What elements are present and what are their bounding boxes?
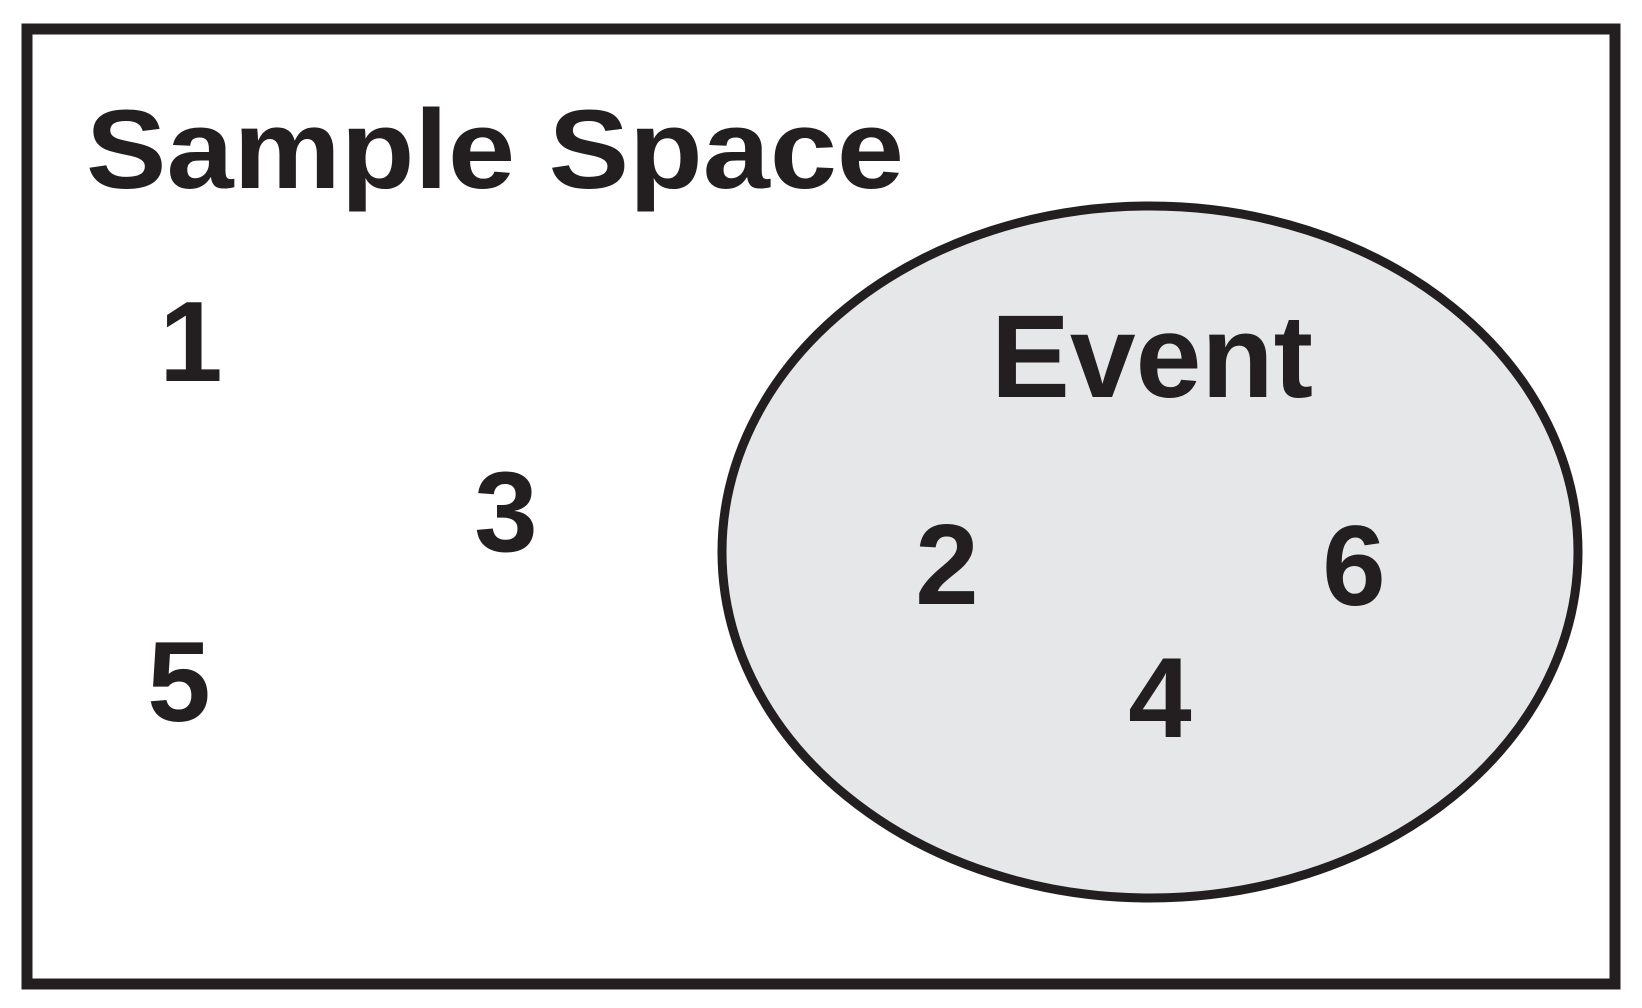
- sample-space-label: Sample Space: [86, 87, 904, 212]
- outcome-1: 1: [159, 279, 222, 406]
- outcome-4: 4: [1128, 635, 1191, 762]
- event-ellipse: [717, 201, 1583, 903]
- outcome-6: 6: [1322, 503, 1385, 630]
- outcome-2: 2: [915, 502, 978, 629]
- outcome-3: 3: [474, 449, 537, 576]
- outcome-5: 5: [147, 619, 210, 746]
- event-label: Event: [991, 291, 1313, 423]
